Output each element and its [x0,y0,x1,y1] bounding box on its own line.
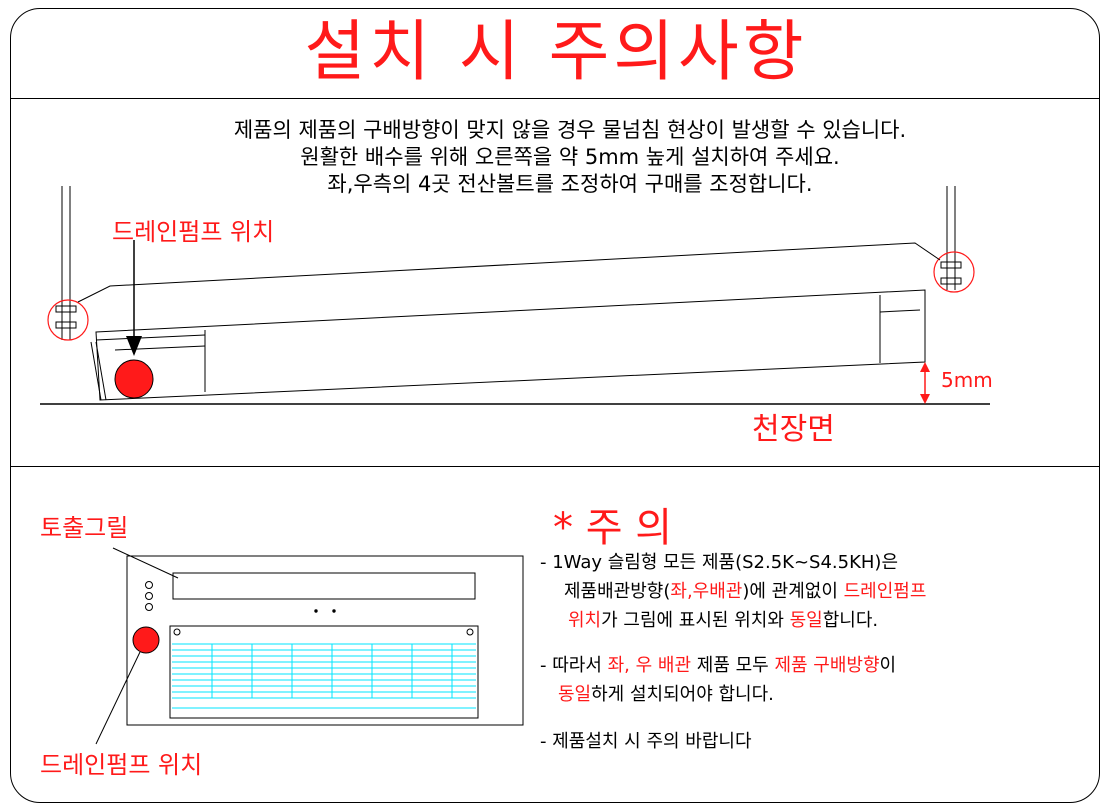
intro-line-2: 원활한 배수를 위해 오른쪽을 약 5mm 높게 설치하여 주세요. [300,145,840,169]
indicator-led-1 [145,581,153,589]
drain-pump-marker [114,359,154,399]
display-dot-1 [314,609,318,613]
left-bolt-highlight [47,299,89,341]
indicator-led-2 [145,592,153,600]
outer-frame [10,8,1100,803]
note-2-line-2: 동일하게 설치되어야 합니다. [558,684,774,705]
panel-screw-left [173,628,181,636]
indoor-unit-body [95,289,926,401]
note-3: - 제품설치 시 주의 바랍니다 [540,731,752,752]
height-label: 5mm [941,368,993,392]
note-1-line-1: - 1Way 슬림형 모든 제품(S2.5K~S4.5KH)은 [540,552,899,573]
display-dot-2 [332,609,336,613]
left-nut-top [55,305,77,313]
intro-line-3: 좌,우측의 4곳 전산볼트를 조정하여 구매를 조정합니다. [327,172,813,196]
indicator-led-3 [145,603,153,611]
intake-grille-lines [172,643,476,709]
intro-line-1: 제품의 제품의 구배방향이 맞지 않을 경우 물넘침 현상이 발생할 수 있습니… [233,118,907,142]
grille-label: 토출그릴 [40,514,129,542]
left-nut-bottom [55,321,77,329]
right-nut-top [940,261,962,269]
page-title: 설치 시 주의사항 [304,13,808,90]
drain-pump-arrowhead [126,336,142,356]
front-drain-pump-marker [132,626,160,654]
front-drain-pump-label: 드레인펌프 위치 [40,751,203,779]
intro-text: 제품의 제품의 구배방향이 맞지 않을 경우 물넘침 현상이 발생할 수 있습니… [130,117,1010,198]
grille-pointer-line [112,547,179,579]
section-divider [11,466,1099,467]
height-arrow-up [920,362,930,372]
front-unit-body [126,555,524,726]
ceiling-label: 천장면 [752,412,835,447]
caution-heading: * 주 의 [553,505,673,551]
panel-screw-right [466,628,474,636]
note-1-line-3: 위치가 그림에 표시된 위치와 동일합니다. [568,610,879,631]
front-view [112,547,524,726]
right-bolt-highlight [933,251,975,293]
discharge-grille [172,572,476,600]
height-arrow-down [920,394,930,404]
right-nut-bottom [940,277,962,285]
note-2-line-1: - 따라서 좌, 우 배관 제품 모두 제품 구배방향이 [540,655,897,676]
front-drain-pump-pointer [95,651,141,745]
title-divider [11,98,1099,99]
top-bracket-outline [77,242,941,303]
intake-panel [169,625,479,719]
drain-pump-label: 드레인펌프 위치 [112,218,275,246]
note-1-line-2: 제품배관방향(좌,우배관)에 관계없이 드레인펌프 [564,581,927,602]
caution-notes: - 1Way 슬림형 모든 제품(S2.5K~S4.5KH)은 제품배관방향(좌… [540,548,1080,756]
